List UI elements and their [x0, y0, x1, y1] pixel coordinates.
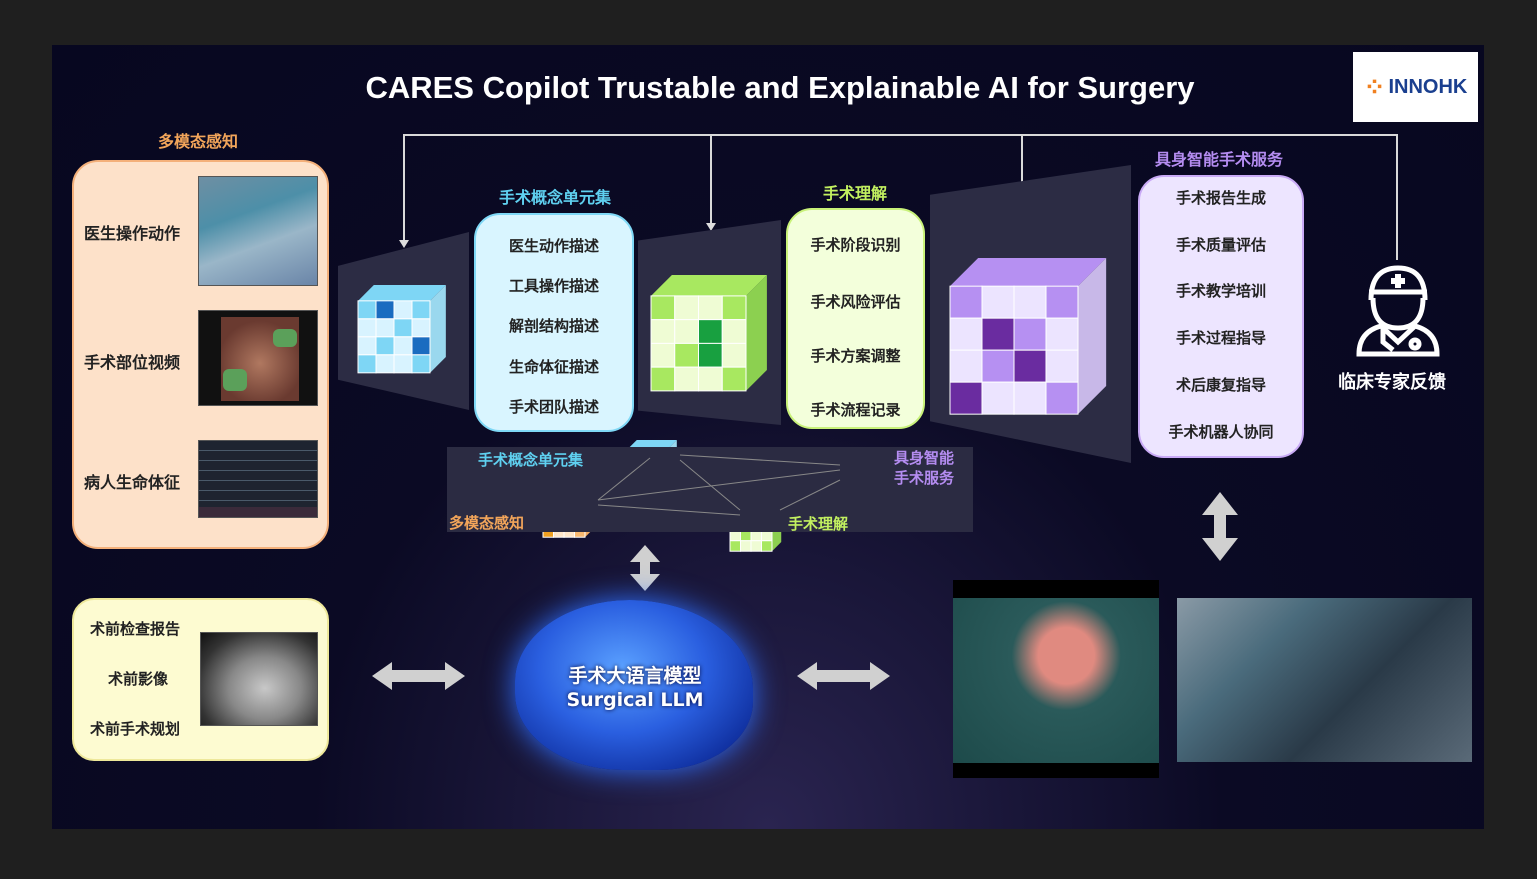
page-title: CARES Copilot Trustable and Explainable … [365, 70, 1195, 105]
concept-item: 生命体征描述 [508, 358, 599, 376]
service-item: 手术教学培训 [1175, 282, 1266, 300]
preop-item: 术前影像 [108, 670, 169, 688]
feedback-arrow-1 [403, 134, 405, 240]
service-item: 手术过程指导 [1175, 329, 1266, 347]
perception-item: 手术部位视频 [84, 353, 181, 372]
network-label-concepts: 手术概念单元集 [478, 451, 584, 469]
doctor-icon [1356, 265, 1440, 357]
services-cube-icon [949, 258, 1107, 415]
network-label-understanding: 手术理解 [788, 515, 849, 533]
llm-label: 手术大语言模型 Surgical LLM [540, 664, 730, 712]
llm-network-arrow [630, 545, 660, 591]
concept-network-panel [447, 447, 973, 532]
feedback-line [403, 134, 1398, 136]
service-item: 手术报告生成 [1175, 189, 1266, 207]
feedback-label: 临床专家反馈 [1338, 372, 1446, 393]
concepts-header: 手术概念单元集 [498, 188, 612, 207]
understanding-panel: 手术阶段识别 手术风险评估 手术方案调整 手术流程记录 [786, 208, 925, 429]
cube-cell [1013, 317, 1047, 351]
service-item: 手术机器人协同 [1168, 423, 1274, 441]
cube-cell [1013, 349, 1047, 383]
llm-label-en: Surgical LLM [566, 689, 704, 711]
preop-llm-arrow [372, 662, 465, 690]
network-label-perception: 多模态感知 [449, 514, 525, 532]
concept-item: 工具操作描述 [508, 277, 599, 295]
services-line1: 具身智能 [894, 449, 955, 467]
understanding-item: 手术阶段识别 [810, 236, 901, 254]
surgical-video-frame [198, 310, 318, 406]
concept-cube-icon [357, 285, 446, 374]
cube-cell [761, 540, 773, 552]
cube-cell [981, 317, 1015, 351]
robotic-surgery-photo [1177, 598, 1472, 762]
preop-item: 术前手术规划 [90, 720, 181, 738]
perception-header: 多模态感知 [157, 132, 239, 151]
cube-cell [1013, 381, 1047, 415]
cube-cell [949, 381, 983, 415]
cube-cell [981, 381, 1015, 415]
services-line2: 手术服务 [894, 469, 955, 487]
cube-cell [949, 285, 983, 319]
concept-item: 解剖结构描述 [508, 317, 599, 335]
concept-item: 医生动作描述 [508, 237, 599, 255]
brain-llm-graphic [515, 600, 753, 770]
network-label-services: 具身智能手术服务 [894, 448, 954, 488]
feedback-line-doctor [1396, 134, 1398, 260]
understanding-header: 手术理解 [822, 184, 888, 203]
feedback-arrow-2 [710, 134, 712, 223]
perception-panel: 医生操作动作 手术部位视频 病人生命体征 [72, 160, 329, 549]
surgeon-photo [198, 176, 318, 286]
perception-item: 病人生命体征 [84, 473, 181, 492]
innohk-logo: ⁘INNOHK [1353, 52, 1478, 122]
cube-cell [1045, 381, 1079, 415]
understanding-cube-icon [650, 275, 767, 392]
cube-cell [981, 285, 1015, 319]
preop-panel: 术前检查报告 术前影像 术前手术规划 [72, 598, 329, 761]
perception-item: 医生操作动作 [84, 224, 181, 243]
cube-cell [721, 366, 747, 392]
cube-cell [411, 354, 431, 374]
understanding-item: 手术方案调整 [810, 347, 901, 365]
concept-item: 手术团队描述 [508, 398, 599, 416]
service-item: 手术质量评估 [1175, 236, 1266, 254]
llm-robot-arrow [797, 662, 890, 690]
concepts-panel: 医生动作描述 工具操作描述 解剖结构描述 生命体征描述 手术团队描述 [474, 213, 634, 432]
feedback-arrow-3 [1021, 134, 1023, 188]
service-item: 术后康复指导 [1175, 376, 1266, 394]
mri-image [200, 632, 318, 726]
preop-item: 术前检查报告 [90, 620, 181, 638]
services-vertical-arrow [1202, 492, 1238, 561]
brain-navigation-image [953, 580, 1159, 778]
services-panel: 手术报告生成 手术质量评估 手术教学培训 手术过程指导 术后康复指导 手术机器人… [1138, 175, 1304, 458]
services-header: 具身智能手术服务 [1154, 150, 1284, 169]
llm-label-cn: 手术大语言模型 [568, 665, 702, 687]
understanding-item: 手术风险评估 [810, 293, 901, 311]
vital-signs-monitor [198, 440, 318, 518]
understanding-item: 手术流程记录 [810, 401, 901, 419]
cube-cell [949, 349, 983, 383]
